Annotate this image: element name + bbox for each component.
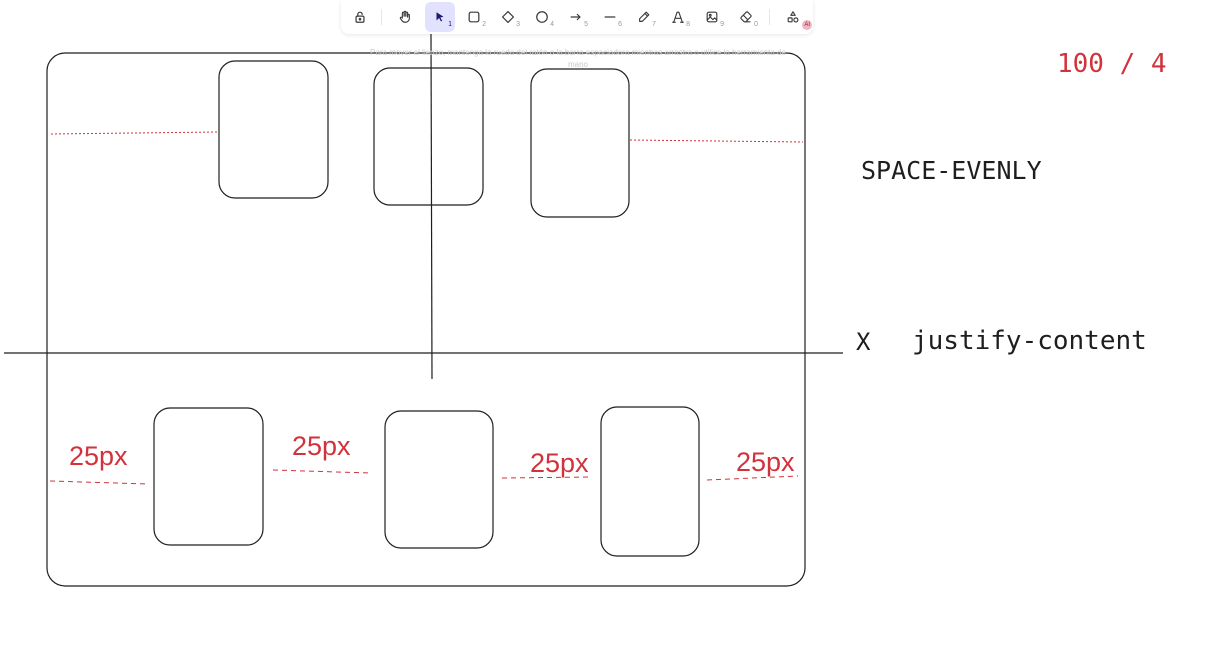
lock-tool-button[interactable]: [345, 2, 375, 32]
arrow-tool-button[interactable]: 5: [561, 2, 591, 32]
hand-icon: [399, 10, 410, 23]
image-tool-button[interactable]: 9: [697, 2, 727, 32]
image-tool-key: 9: [720, 21, 724, 28]
line-icon: [604, 16, 616, 18]
space-evenly-label[interactable]: SPACE-EVENLY: [861, 156, 1042, 185]
selection-tool-key: 1: [448, 21, 452, 28]
guide-line-top-right[interactable]: [629, 139, 804, 143]
gap-label-2[interactable]: 25px: [292, 431, 351, 461]
bottom-box-1[interactable]: [153, 407, 264, 546]
line-tool-button[interactable]: 6: [595, 2, 625, 32]
arrow-tool-key: 5: [584, 21, 588, 28]
toolbar-separator: [769, 9, 770, 25]
rectangle-tool-button[interactable]: 2: [459, 2, 489, 32]
selection-tool-button[interactable]: 1: [425, 2, 455, 32]
canvas-hint: Para mover el lienzo, mantenga la rueda …: [370, 48, 786, 69]
more-tools-icon: [787, 11, 799, 23]
ellipse-icon: [536, 11, 548, 23]
diamond-icon: [501, 10, 515, 24]
gap-line-1[interactable]: [49, 480, 149, 485]
toolbar-separator: [381, 9, 382, 25]
pencil-tool-key: 7: [652, 21, 656, 28]
eraser-icon: [740, 11, 752, 23]
top-box-1[interactable]: [218, 60, 329, 199]
gap-label-4[interactable]: 25px: [736, 447, 795, 477]
hand-tool-button[interactable]: [390, 2, 420, 32]
more-tools-button[interactable]: AI: [778, 2, 812, 32]
outer-container[interactable]: [46, 52, 806, 587]
bottom-box-3[interactable]: [600, 406, 700, 557]
eraser-tool-key: 0: [754, 21, 758, 28]
bottom-box-2[interactable]: [384, 410, 494, 549]
toolbar: 1 2 3 4 5 6 7: [341, 0, 813, 34]
x-axis-label[interactable]: X: [856, 328, 871, 356]
ellipse-tool-key: 4: [550, 21, 554, 28]
gap-line-2[interactable]: [272, 469, 371, 474]
text-tool-key: 8: [686, 21, 690, 28]
rectangle-tool-key: 2: [482, 21, 486, 28]
image-icon: [706, 11, 718, 23]
top-box-3[interactable]: [530, 68, 630, 218]
guide-line-top-left[interactable]: [50, 131, 218, 135]
gap-label-1[interactable]: 25px: [69, 441, 128, 471]
ai-badge: AI: [802, 20, 812, 30]
text-icon: [672, 11, 684, 23]
top-box-2[interactable]: [373, 67, 484, 206]
lock-icon: [355, 11, 365, 23]
gap-line-3[interactable]: [501, 476, 593, 479]
pencil-tool-button[interactable]: 7: [629, 2, 659, 32]
vertical-divider-line[interactable]: [430, 33, 433, 380]
diamond-tool-key: 3: [516, 21, 520, 28]
line-tool-key: 6: [618, 21, 622, 28]
gap-line-4[interactable]: [706, 475, 799, 481]
eraser-tool-button[interactable]: 0: [731, 2, 761, 32]
text-tool-button[interactable]: 8: [663, 2, 693, 32]
gap-label-3[interactable]: 25px: [530, 448, 589, 478]
pencil-icon: [639, 11, 650, 22]
ellipse-tool-button[interactable]: 4: [527, 2, 557, 32]
slide-counter[interactable]: 100 / 4: [1057, 49, 1167, 79]
arrow-icon: [570, 13, 581, 21]
justify-content-label[interactable]: justify-content: [912, 326, 1147, 356]
rectangle-icon: [468, 11, 480, 23]
diamond-tool-button[interactable]: 3: [493, 2, 523, 32]
selection-icon: [436, 12, 444, 22]
